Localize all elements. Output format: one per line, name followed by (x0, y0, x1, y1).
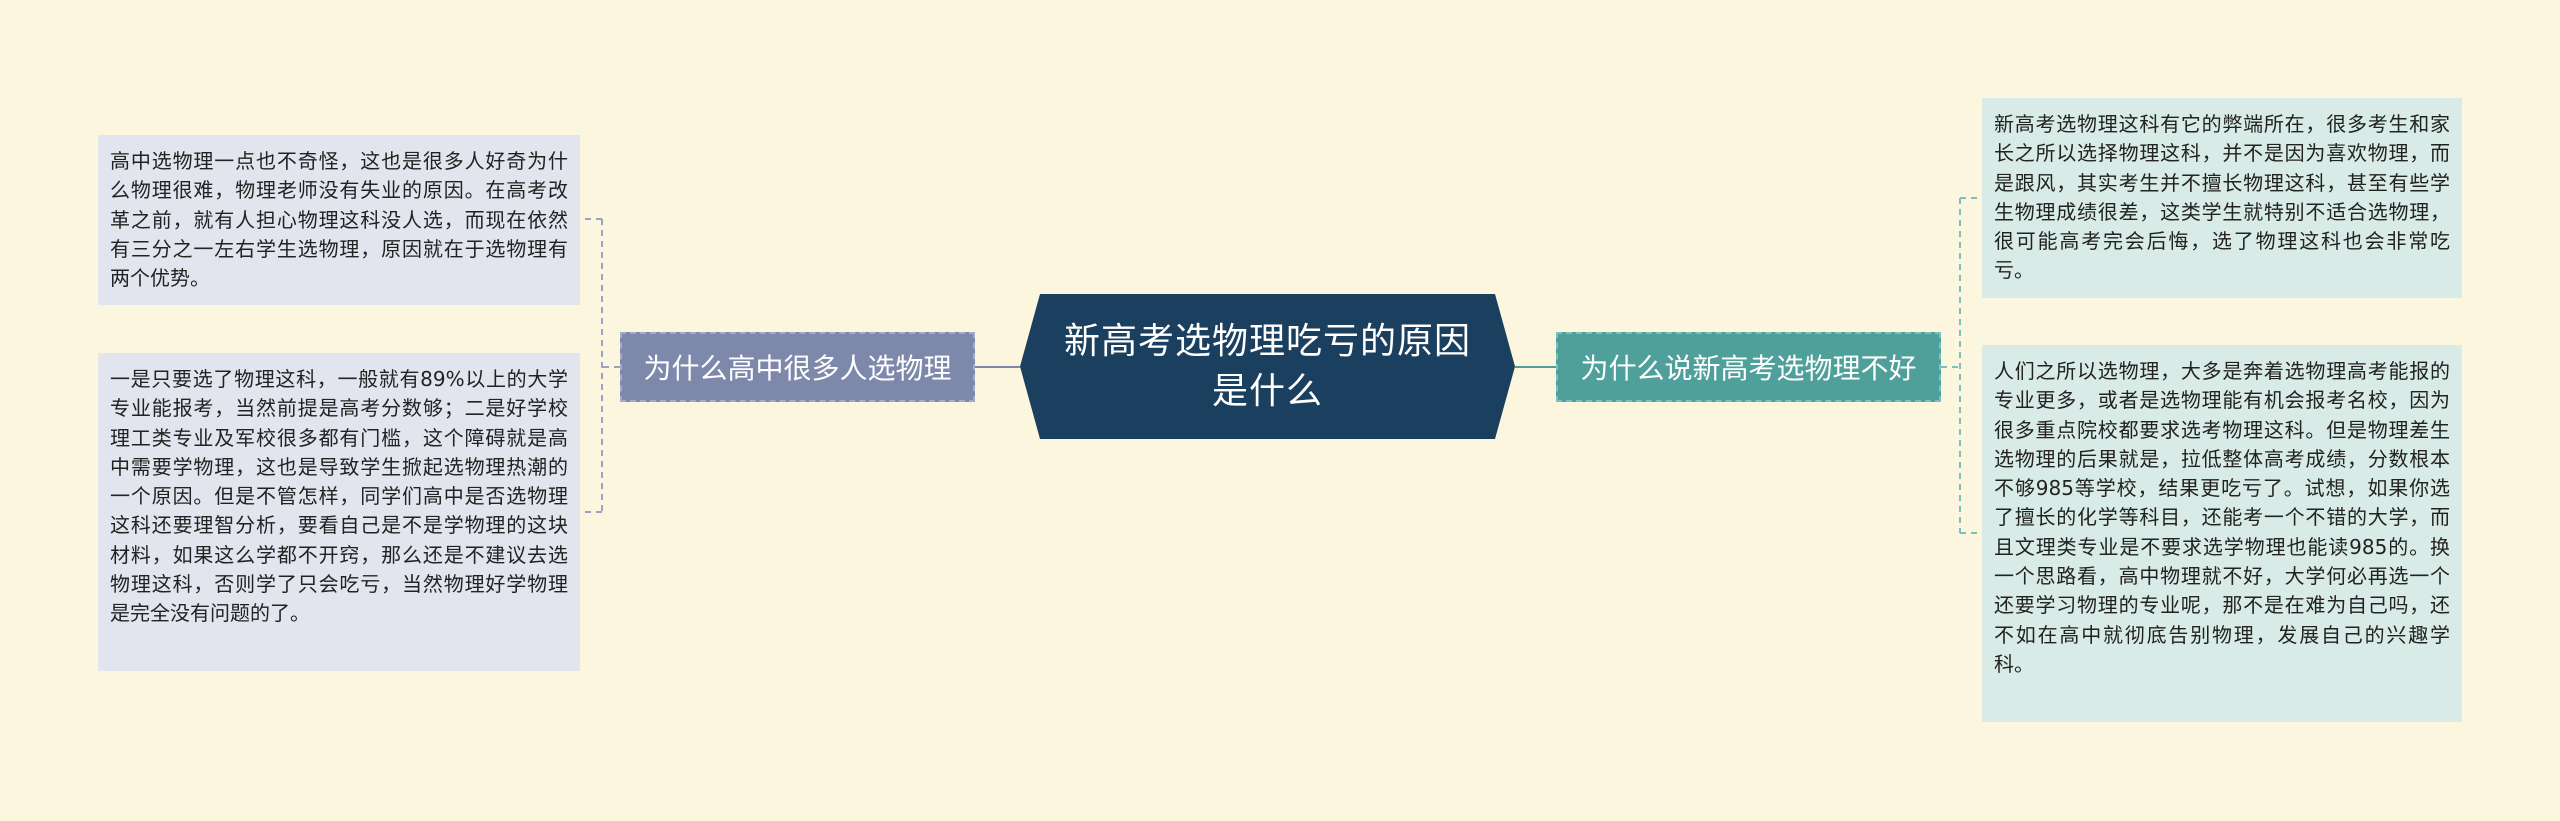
leaf-right-1[interactable]: 新高考选物理这科有它的弊端所在，很多考生和家长之所以选择物理这科，并不是因为喜欢… (1982, 98, 2462, 298)
leaf-left-1[interactable]: 高中选物理一点也不奇怪，这也是很多人好奇为什么物理很难，物理老师没有失业的原因。… (98, 135, 580, 305)
branch-right-node[interactable]: 为什么说新高考选物理不好 (1556, 332, 1941, 402)
leaf-left-2[interactable]: 一是只要选了物理这科，一般就有89%以上的大学专业能报考，当然前提是高考分数够；… (98, 353, 580, 671)
branch-right-label: 为什么说新高考选物理不好 (1580, 352, 1917, 385)
central-topic-title: 新高考选物理吃亏的原因是什么 (1063, 320, 1471, 412)
connector-left-leaves (580, 218, 620, 513)
leaf-right-2[interactable]: 人们之所以选物理，大多是奔着选物理高考能报的专业更多，或者是选物理能有机会报考名… (1982, 345, 2462, 722)
branch-left-node[interactable]: 为什么高中很多人选物理 (620, 332, 975, 402)
central-topic-node[interactable]: 新高考选物理吃亏的原因是什么 (1020, 294, 1515, 439)
connector-right-leaves (1941, 197, 1982, 534)
branch-left-label: 为什么高中很多人选物理 (643, 352, 952, 385)
central-topic-shape (1020, 294, 1515, 439)
